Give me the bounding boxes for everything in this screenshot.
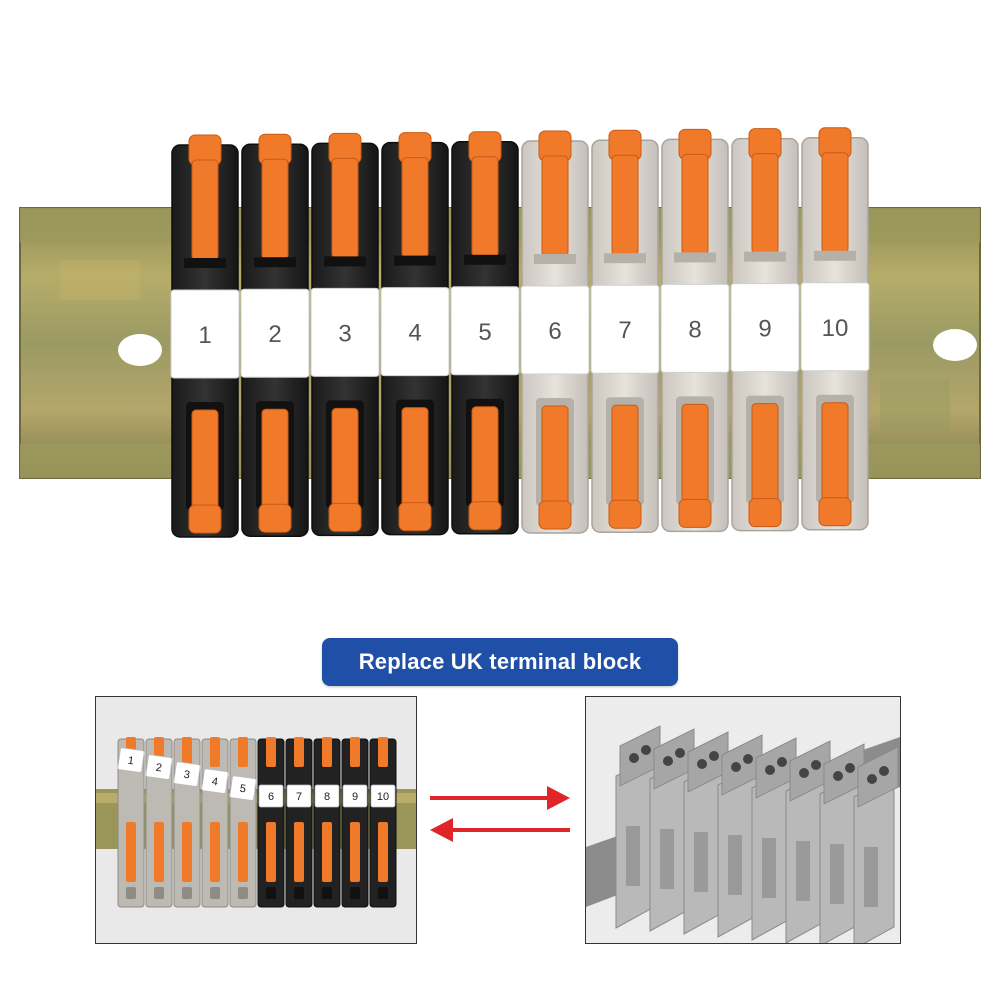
mini-marker-number: 4 — [211, 776, 219, 789]
screw-hole-icon — [641, 745, 651, 755]
mini-marker-number: 6 — [268, 791, 274, 803]
mini-terminal-block-3: 3 — [173, 737, 201, 908]
uk-terminal-block-photo — [585, 696, 901, 944]
marker-label — [310, 287, 380, 377]
mini-terminal-block-4: 4 — [201, 737, 229, 908]
terminal-block-4: 4 — [380, 132, 450, 536]
mini-marker-number: 1 — [127, 755, 135, 768]
mini-marker-number: 9 — [352, 791, 358, 803]
uk-terminal-block — [785, 740, 831, 943]
mini-marker-label — [229, 775, 257, 801]
terminal-block-1: 1 — [170, 134, 240, 538]
mini-marker-label — [173, 761, 201, 787]
mini-marker-number: 2 — [155, 762, 163, 775]
screw-hole-icon — [879, 766, 889, 776]
mini-marker-label — [117, 747, 145, 773]
uk-terminal-illustration — [586, 697, 900, 943]
terminal-block-3: 3 — [310, 132, 380, 537]
marker-label — [380, 287, 450, 377]
arrow-right-icon — [430, 786, 570, 810]
mini-terminal-block-1: 1 — [117, 737, 145, 908]
marker-label — [450, 286, 520, 376]
terminal-block-2: 2 — [240, 133, 310, 537]
mini-terminal-block-7: 7 — [285, 737, 313, 908]
screw-hole-icon — [675, 748, 685, 758]
uk-terminal-block — [751, 737, 797, 941]
screw-hole-icon — [845, 763, 855, 773]
screw-hole-icon — [743, 754, 753, 764]
marker-number: 5 — [478, 319, 491, 346]
marker-label — [660, 283, 730, 373]
terminal-block-group: 1 2 3 4 5 6 7 8 9 10 — [170, 127, 870, 538]
mini-terminal-block-2: 2 — [145, 737, 173, 908]
mini-marker-number: 8 — [324, 791, 330, 803]
marker-number: 1 — [198, 322, 211, 349]
push-in-terminal-photo: 1 2 3 4 5 6 7 8 9 10 — [95, 696, 417, 944]
screw-hole-icon — [731, 762, 741, 772]
marker-label — [800, 282, 870, 372]
screw-hole-icon — [867, 774, 877, 784]
mini-marker-label — [314, 784, 340, 808]
mini-marker-label — [286, 784, 312, 808]
mini-marker-number: 5 — [239, 783, 247, 796]
mini-marker-label — [145, 754, 173, 780]
terminal-block-10: 10 — [800, 127, 870, 531]
marker-label — [730, 283, 800, 373]
uk-terminal-block — [649, 728, 695, 932]
marker-number: 9 — [758, 316, 771, 343]
screw-hole-icon — [833, 771, 843, 781]
mini-terminal-block-9: 9 — [341, 737, 369, 908]
mini-marker-label — [342, 784, 368, 808]
terminal-block-9: 9 — [730, 128, 800, 532]
arrow-left-icon — [430, 818, 570, 842]
terminal-block-7: 7 — [590, 129, 660, 533]
screw-hole-icon — [811, 760, 821, 770]
screw-hole-icon — [709, 751, 719, 761]
push-in-terminal-illustration: 1 2 3 4 5 6 7 8 9 10 — [96, 697, 416, 943]
screw-hole-icon — [629, 753, 639, 763]
screw-hole-icon — [799, 768, 809, 778]
mini-marker-label — [201, 768, 229, 794]
mini-terminal-block-6: 6 — [257, 737, 285, 908]
mini-marker-number: 7 — [296, 791, 302, 803]
marker-label — [170, 289, 240, 379]
mini-marker-label — [258, 784, 284, 808]
marker-number: 3 — [338, 320, 351, 347]
screw-hole-icon — [697, 759, 707, 769]
screw-hole-icon — [777, 757, 787, 767]
marker-number: 7 — [618, 317, 631, 344]
marker-label — [590, 284, 660, 374]
marker-number: 2 — [268, 321, 281, 348]
screw-hole-icon — [663, 756, 673, 766]
mini-terminal-block-10: 10 — [369, 737, 397, 908]
terminal-block-8: 8 — [660, 128, 730, 533]
marker-number: 4 — [408, 320, 421, 347]
marker-number: 6 — [548, 318, 561, 345]
screw-hole-icon — [765, 765, 775, 775]
uk-terminal-block — [853, 746, 899, 943]
marker-label — [520, 285, 590, 375]
mini-marker-label — [370, 784, 396, 808]
marker-label — [240, 288, 310, 378]
mini-marker-number: 3 — [183, 769, 191, 782]
mini-terminal-block-8: 8 — [313, 737, 341, 908]
mini-terminal-block-5: 5 — [229, 737, 257, 908]
replace-uk-terminal-banner: Replace UK terminal block — [322, 638, 678, 686]
terminal-block-5: 5 — [450, 131, 520, 535]
marker-number: 8 — [688, 316, 701, 343]
swap-arrows — [430, 786, 570, 842]
mini-marker-number: 10 — [377, 791, 389, 803]
marker-number: 10 — [822, 315, 849, 342]
terminal-block-6: 6 — [520, 130, 590, 534]
uk-terminal-block — [683, 731, 729, 935]
hero-terminal-rail-photo: 1 2 3 4 5 6 7 8 9 10 — [19, 127, 981, 538]
